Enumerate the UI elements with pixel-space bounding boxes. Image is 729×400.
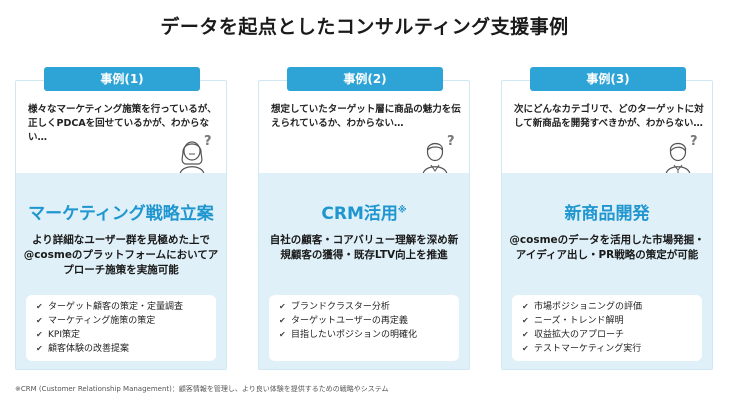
list-item: ✔ニーズ・トレンド解明: [522, 316, 624, 326]
check-icon: ✔: [279, 316, 286, 325]
person-question-icon: ?: [658, 131, 702, 177]
list-item: ✔マーケティング施策の策定: [36, 316, 156, 326]
concern-text: 次にどんなカテゴリで、どのターゲットに対して新商品を開発すべきかが、わからない…: [514, 104, 704, 129]
solution-description: より詳細なユーザー群を見極めた上で@cosmeのプラットフォームにおいてアプロー…: [23, 234, 219, 276]
list-item: ✔ターゲット顧客の策定・定量調査: [36, 302, 184, 312]
check-icon: ✔: [36, 316, 43, 325]
check-icon: ✔: [522, 330, 529, 339]
check-icon: ✔: [36, 302, 43, 311]
solution-description: 自社の顧客・コアバリュー理解を深め新規顧客の獲得・既存LTV向上を推進: [269, 234, 459, 261]
person-question-icon: ?: [415, 131, 459, 177]
solution-panel: CRM活用※ 自社の顧客・コアバリュー理解を深め新規顧客の獲得・既存LTV向上を…: [259, 173, 469, 369]
list-item: ✔ターゲットユーザーの再定義: [279, 316, 408, 326]
check-icon: ✔: [36, 330, 43, 339]
solution-description: @cosmeのデータを活用した市場発掘・アイディア出し・PR戦略の策定が可能: [509, 234, 705, 261]
list-item: ✔顧客体験の改善提案: [36, 344, 130, 354]
concern-text: 想定していたターゲット層に商品の魅力を伝えられているか、わからない…: [271, 104, 461, 129]
solution-title: マーケティング戦略立案: [28, 204, 214, 224]
case-tab-3: 事例(3): [530, 67, 686, 91]
list-item: ✔市場ポジショニングの評価: [522, 302, 643, 312]
solution-panel: マーケティング戦略立案 より詳細なユーザー群を見極めた上で@cosmeのプラット…: [16, 173, 226, 369]
person-question-icon: ?: [172, 131, 216, 177]
solution-title: CRM活用※: [321, 204, 407, 224]
svg-text:?: ?: [447, 134, 455, 149]
svg-text:?: ?: [204, 134, 212, 149]
list-item: ✔収益拡大のアプローチ: [522, 330, 625, 340]
points-list: ✔ブランドクラスター分析 ✔ターゲットユーザーの再定義 ✔目指したいポジションの…: [269, 295, 459, 361]
case-card-3: 事例(3) 次にどんなカテゴリで、どのターゲットに対して新商品を開発すべきかが、…: [501, 67, 713, 370]
page-title: データを起点としたコンサルティング支援事例: [160, 16, 569, 38]
case-card-2: 事例(2) 想定していたターゲット層に商品の魅力を伝えられているか、わからない……: [258, 67, 470, 370]
check-icon: ✔: [522, 316, 529, 325]
list-item: ✔目指したいポジションの明確化: [279, 330, 418, 340]
points-list: ✔ターゲット顧客の策定・定量調査 ✔マーケティング施策の策定 ✔KPI策定 ✔顧…: [26, 295, 216, 361]
list-item: ✔ブランドクラスター分析: [279, 302, 390, 312]
check-icon: ✔: [279, 302, 286, 311]
svg-text:?: ?: [690, 134, 698, 149]
solution-panel: 新商品開発 @cosmeのデータを活用した市場発掘・アイディア出し・PR戦略の策…: [502, 173, 712, 369]
footnote: ※CRM (Customer Relationship Management)：…: [15, 385, 389, 393]
check-icon: ✔: [522, 302, 529, 311]
check-icon: ✔: [522, 344, 529, 353]
check-icon: ✔: [36, 344, 43, 353]
check-icon: ✔: [279, 330, 286, 339]
case-card-1: 事例(1) 様々なマーケティング施策を行っているが、正しくPDCAを回せているか…: [15, 67, 227, 370]
case-tab-2: 事例(2): [287, 67, 443, 91]
list-item: ✔テストマーケティング実行: [522, 344, 642, 354]
solution-title: 新商品開発: [564, 204, 650, 224]
list-item: ✔KPI策定: [36, 330, 80, 340]
points-list: ✔市場ポジショニングの評価 ✔ニーズ・トレンド解明 ✔収益拡大のアプローチ ✔テ…: [512, 295, 702, 361]
concern-text: 様々なマーケティング施策を行っているが、正しくPDCAを回せているかが、わからな…: [28, 104, 217, 143]
case-tab-1: 事例(1): [44, 67, 200, 91]
